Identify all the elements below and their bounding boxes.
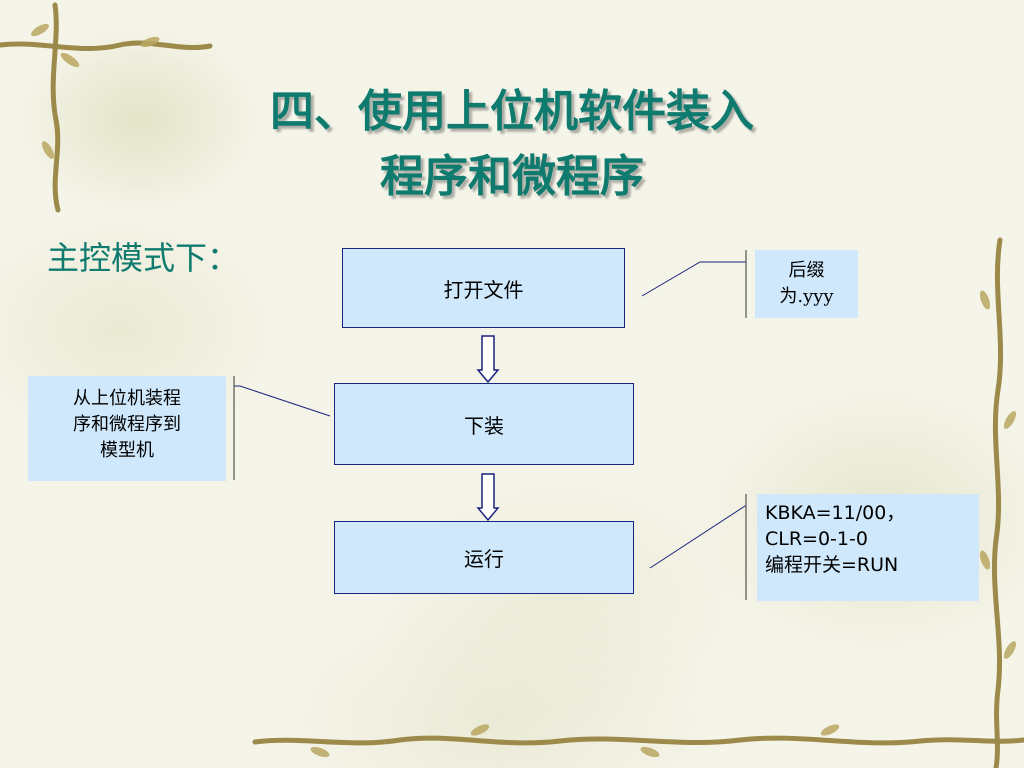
callout-line-download (234, 385, 331, 417)
note-file-suffix-line1: 后缀 (788, 260, 825, 281)
note-download-line3: 模型机 (100, 440, 154, 461)
callout-line-run (649, 505, 746, 569)
note-run-line3: 编程开关=RUN (765, 554, 899, 576)
down-arrow-2 (476, 473, 500, 522)
step-run: 运行 (334, 521, 634, 594)
note-download-desc: 从上位机装程 序和微程序到 模型机 (28, 376, 226, 481)
note-file-suffix-line2: 为.yyy (779, 286, 834, 307)
step-open-file: 打开文件 (342, 248, 625, 328)
note-download-line2: 序和微程序到 (73, 414, 181, 435)
note-download-line1: 从上位机装程 (73, 388, 181, 409)
step-download-label: 下装 (464, 413, 504, 438)
note-run-line1: KBKA=11/00， (765, 502, 906, 524)
note-run-line2: CLR=0-1-0 (765, 528, 868, 550)
down-arrow-1 (476, 335, 500, 384)
step-run-label: 运行 (464, 547, 504, 571)
slide-title-line1: 四、使用上位机软件装入 (270, 86, 754, 137)
mode-heading: 主控模式下： (47, 239, 240, 277)
step-download: 下装 (334, 383, 634, 465)
callout-line-suffix (641, 261, 746, 297)
step-open-file-label: 打开文件 (443, 277, 524, 302)
note-file-suffix: 后缀 为.yyy (755, 250, 858, 318)
slide-title-line2: 程序和微程序 (380, 151, 644, 202)
note-run-settings: KBKA=11/00， CLR=0-1-0 编程开关=RUN (757, 494, 979, 601)
